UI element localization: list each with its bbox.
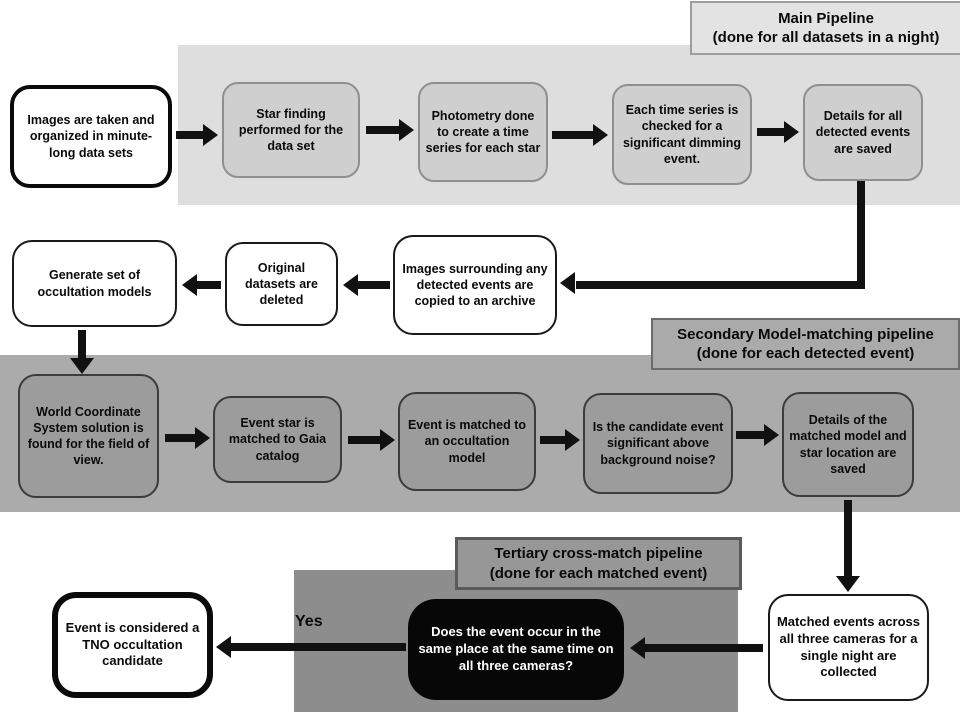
- arrow-matched-events-to-question: [630, 637, 763, 659]
- arrow-significance-to-match-details: [736, 424, 779, 446]
- node-generate-models: Generate set of occultation models: [12, 240, 177, 327]
- arrow-deleted-to-generate-models: [182, 274, 221, 296]
- node-photometry: Photometry done to create a time series …: [418, 82, 548, 182]
- arrow-dimming-check-to-details-saved: [757, 121, 799, 143]
- node-datasets-deleted: Original datasets are deleted: [225, 242, 338, 326]
- node-details-saved: Details for all detected events are save…: [803, 84, 923, 181]
- node-matched-events: Matched events across all three cameras …: [768, 594, 929, 701]
- tertiary-pipeline-title: Tertiary cross-match pipeline (done for …: [455, 537, 742, 590]
- yes-label: Yes: [295, 613, 323, 630]
- node-images-archived: Images surrounding any detected events a…: [393, 235, 557, 335]
- arrow-gaia-to-model-match: [348, 429, 395, 451]
- node-images-taken: Images are taken and organized in minute…: [10, 85, 172, 188]
- node-cross-match-question: Does the event occur in the same place a…: [408, 599, 624, 700]
- node-tno-candidate: Event is considered a TNO occultation ca…: [52, 592, 213, 698]
- node-dimming-check: Each time series is checked for a signif…: [612, 84, 752, 185]
- node-gaia-match: Event star is matched to Gaia catalog: [213, 396, 342, 483]
- arrow-match-details-to-matched-events: [836, 500, 860, 592]
- node-model-match: Event is matched to an occultation model: [398, 392, 536, 491]
- arrow-images-to-star-finding: [176, 124, 218, 146]
- arrow-star-finding-to-photometry: [366, 119, 414, 141]
- secondary-pipeline-title: Secondary Model-matching pipeline (done …: [651, 318, 960, 370]
- arrow-generate-models-to-wcs: [70, 330, 94, 374]
- arrow-photometry-to-dimming-check: [552, 124, 608, 146]
- arrow-wcs-to-gaia: [165, 427, 210, 449]
- arrow-question-to-tno-candidate: [216, 636, 406, 658]
- main-pipeline-title: Main Pipeline (done for all datasets in …: [690, 1, 960, 55]
- node-significance-check: Is the candidate event significant above…: [583, 393, 733, 494]
- node-star-finding: Star finding performed for the data set: [222, 82, 360, 178]
- arrow-archive-to-deleted: [343, 274, 390, 296]
- arrow-model-match-to-significance: [540, 429, 580, 451]
- elbow-details-to-archive-horizontal: [576, 281, 865, 289]
- elbow-details-to-archive-arrowhead: [560, 272, 575, 294]
- node-wcs-solution: World Coordinate System solution is foun…: [18, 374, 159, 498]
- node-match-details-saved: Details of the matched model and star lo…: [782, 392, 914, 497]
- elbow-details-to-archive-vertical: [857, 181, 865, 285]
